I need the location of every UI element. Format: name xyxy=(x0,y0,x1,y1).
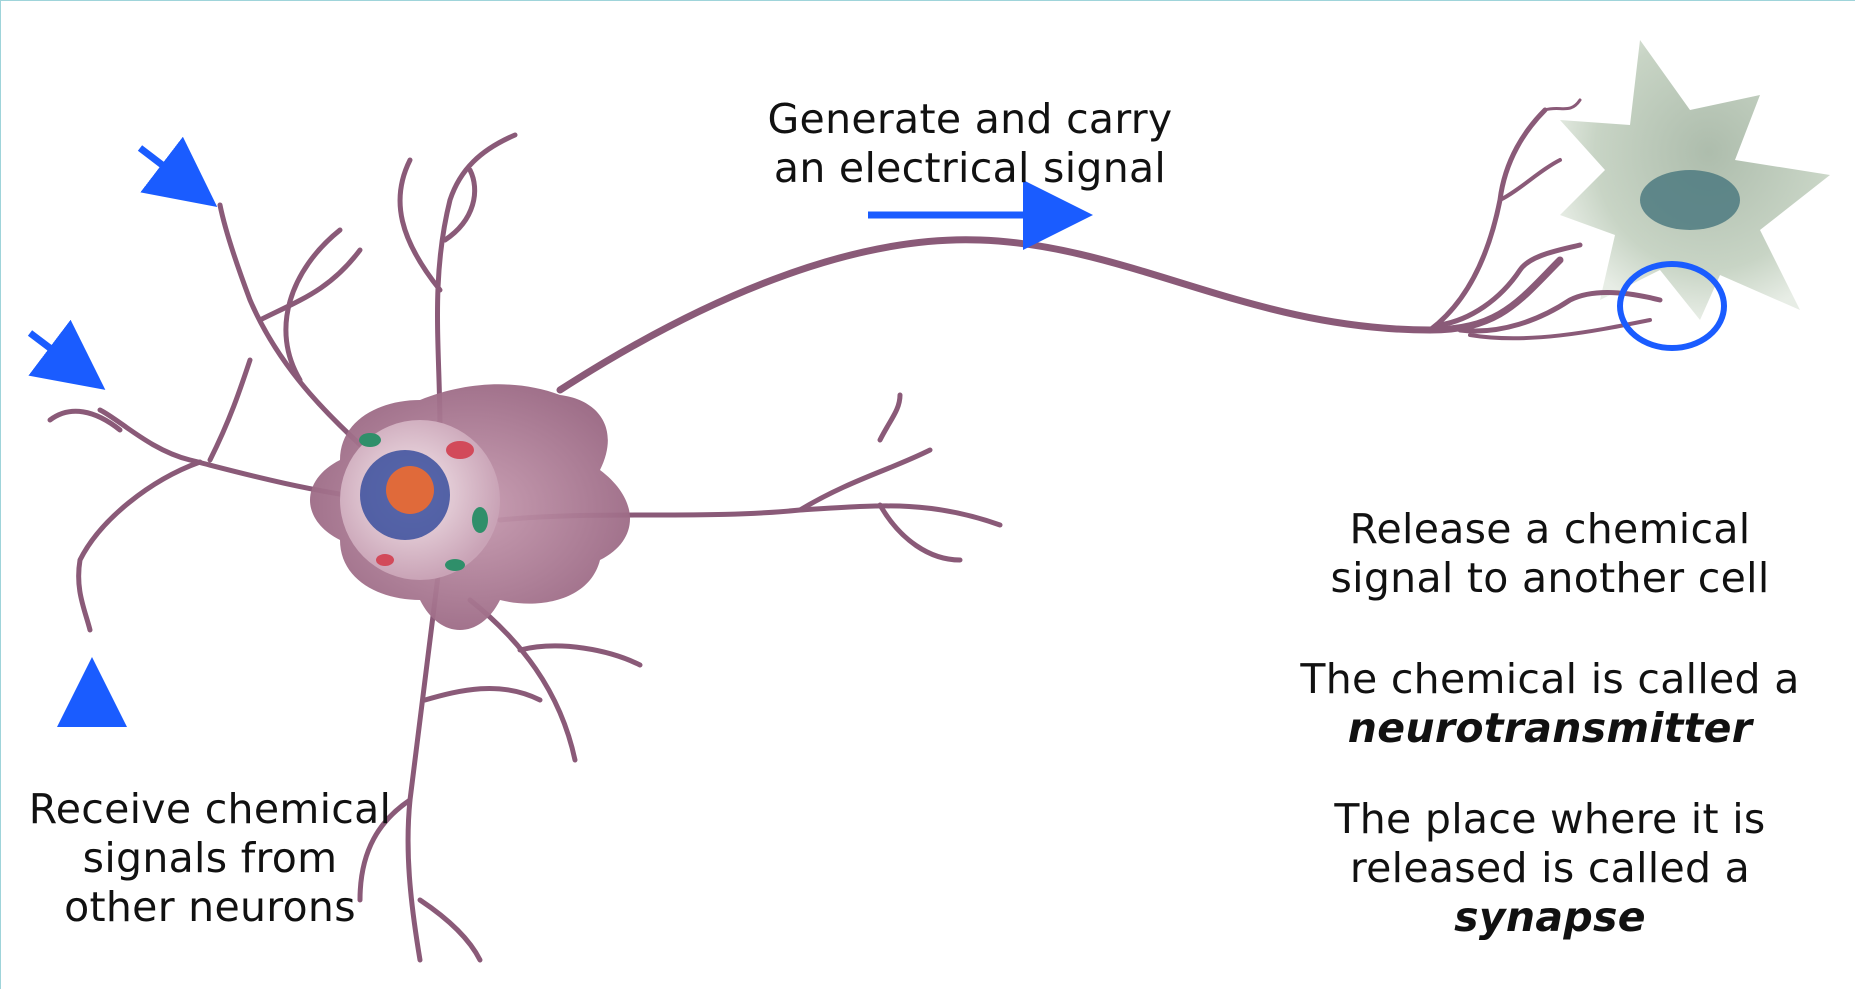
label-generate-signal: Generate and carry an electrical signal xyxy=(720,95,1220,193)
term-synapse: synapse xyxy=(1270,893,1830,942)
label-neurotransmitter: The chemical is called a neurotransmitte… xyxy=(1250,655,1850,753)
nucleus xyxy=(340,420,500,580)
label-release-signal: Release a chemical signal to another cel… xyxy=(1270,505,1830,603)
input-arrows xyxy=(30,148,195,725)
input-arrow-1 xyxy=(140,148,195,190)
target-cell xyxy=(1560,40,1830,320)
term-neurotransmitter: neurotransmitter xyxy=(1250,704,1850,753)
label-receive-signals: Receive chemical signals from other neur… xyxy=(0,785,420,932)
input-arrow-2 xyxy=(30,333,83,373)
label-synapse: The place where it is released is called… xyxy=(1270,795,1830,942)
